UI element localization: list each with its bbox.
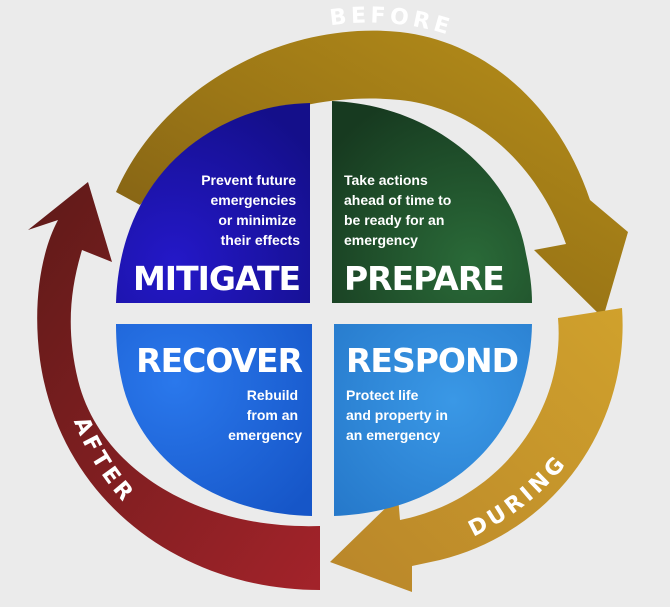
- mitigate-description: Prevent future emergencies or minimize t…: [201, 172, 300, 248]
- prepare-quadrant: [332, 101, 532, 303]
- recover-description: Rebuild from an emergency: [228, 387, 302, 443]
- respond-title: RESPOND: [346, 341, 518, 380]
- mitigate-title: MITIGATE: [133, 259, 300, 298]
- mitigate-quadrant: [116, 103, 310, 303]
- prepare-description: Take actions ahead of time to be ready f…: [344, 172, 455, 248]
- respond-quadrant: [334, 324, 532, 516]
- recover-quadrant: [116, 324, 312, 516]
- respond-description: Protect life and property in an emergenc…: [346, 387, 452, 443]
- during-arrow: [330, 308, 623, 592]
- prepare-title: PREPARE: [344, 259, 504, 298]
- after-arrow: [28, 182, 320, 590]
- before-arrow: [116, 30, 628, 318]
- recover-title: RECOVER: [136, 341, 302, 380]
